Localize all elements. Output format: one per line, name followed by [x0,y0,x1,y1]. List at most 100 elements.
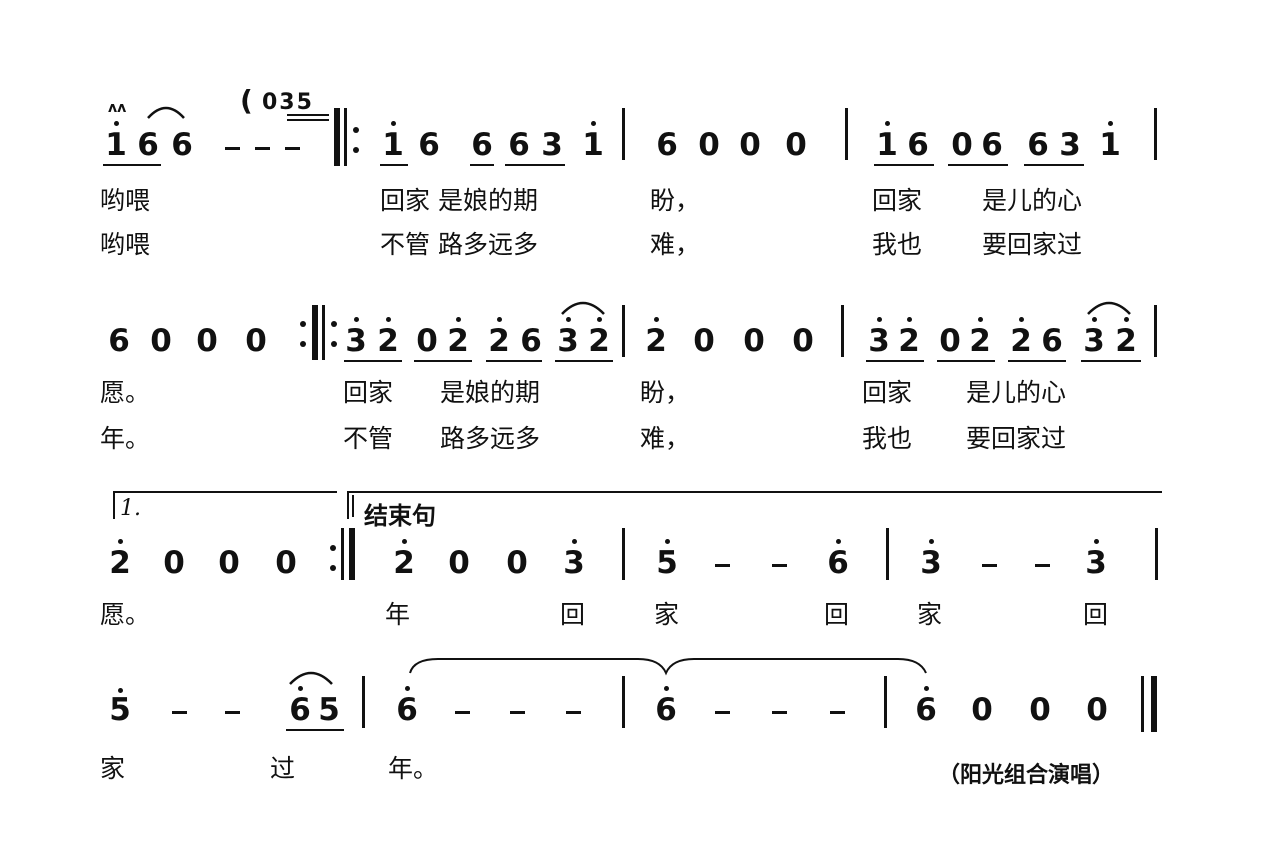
lyric: 我也 [872,230,923,259]
tie [409,658,927,676]
volta-label-1: 1. [120,496,141,521]
note: 0 [163,545,185,581]
barline [1155,528,1158,580]
lyric: 不管 路多远多 [380,230,538,259]
high-dot [354,317,359,322]
low-dot [118,688,123,693]
underline [414,360,472,362]
repeat-dot [353,147,359,153]
underline [1008,360,1066,362]
note: 1 [382,127,404,163]
high-dot [1019,317,1024,322]
high-dot [566,317,571,322]
barline [1154,305,1157,357]
coda-bracket [347,491,1162,519]
high-dot [114,121,119,126]
lyric: 是儿的心 [966,378,1067,407]
note: 6 [827,545,849,581]
barline [322,305,325,360]
performer-credit: （阳光组合演唱） [938,763,1115,788]
dash [225,147,240,150]
note: 0 [416,323,438,359]
barline [362,676,365,728]
dash [830,711,845,714]
lyric: 愿。 [100,600,151,629]
note: 0 [275,545,297,581]
note: 0 [245,323,267,359]
note: 3 [920,545,942,581]
high-dot [591,121,596,126]
note: 1 [1099,127,1121,163]
high-dot [386,317,391,322]
note: 0 [448,545,470,581]
lyric: 回 [1083,600,1109,629]
dash [715,711,730,714]
note: 3 [541,127,563,163]
note: 6 [1041,323,1063,359]
note: 6 [289,692,311,728]
lyric: 回家 [343,378,394,407]
barline [622,305,625,357]
underline [1081,360,1141,362]
note: 2 [447,323,469,359]
note: 2 [898,323,920,359]
note: 6 [915,692,937,728]
note: 0 [698,127,720,163]
repeat-dot [331,341,337,347]
lyric: 要回家过 [982,230,1083,259]
note: 6 [1027,127,1049,163]
note: 0 [218,545,240,581]
dash [255,147,270,150]
high-dot [118,539,123,544]
barline [341,528,344,580]
lyric: 难， [640,424,691,453]
slur [561,301,605,315]
note: 6 [137,127,159,163]
high-dot [929,539,934,544]
note: 6 [981,127,1003,163]
intro-paren: ( [240,84,253,117]
underline [286,729,344,731]
note: 0 [743,323,765,359]
note: 0 [785,127,807,163]
underline [937,360,995,362]
lyric: 路多远多 [440,424,541,453]
note: 3 [563,545,585,581]
barline [622,528,625,580]
dash [715,564,730,567]
note: 2 [393,545,415,581]
note: 2 [645,323,667,359]
note: 6 [108,323,130,359]
note: 0 [1086,692,1108,728]
note: 5 [109,692,131,728]
note: 0 [196,323,218,359]
dash [225,711,240,714]
note: 6 [655,692,677,728]
final-barline-thick [1151,676,1157,732]
volta-bracket-1 [113,491,337,519]
repeat-end-bar [349,528,355,580]
note: 0 [150,323,172,359]
note: 3 [868,323,890,359]
note: 6 [508,127,530,163]
note: 0 [951,127,973,163]
note: 0 [792,323,814,359]
high-dot [497,317,502,322]
lyric: 家 [100,754,126,783]
underline [555,360,613,362]
underline [874,164,934,166]
note: 2 [1010,323,1032,359]
high-dot [1108,121,1113,126]
note: 6 [171,127,193,163]
underline [103,164,161,166]
underline [486,360,542,362]
barline [622,676,625,728]
high-dot [597,317,602,322]
lyric: 回家 是娘的期 [380,186,538,215]
underline [505,164,565,166]
high-dot [1094,539,1099,544]
barline [841,305,844,357]
underline [948,164,1008,166]
lyric: 哟喂 [100,186,151,215]
lyric: 家 [917,600,943,629]
